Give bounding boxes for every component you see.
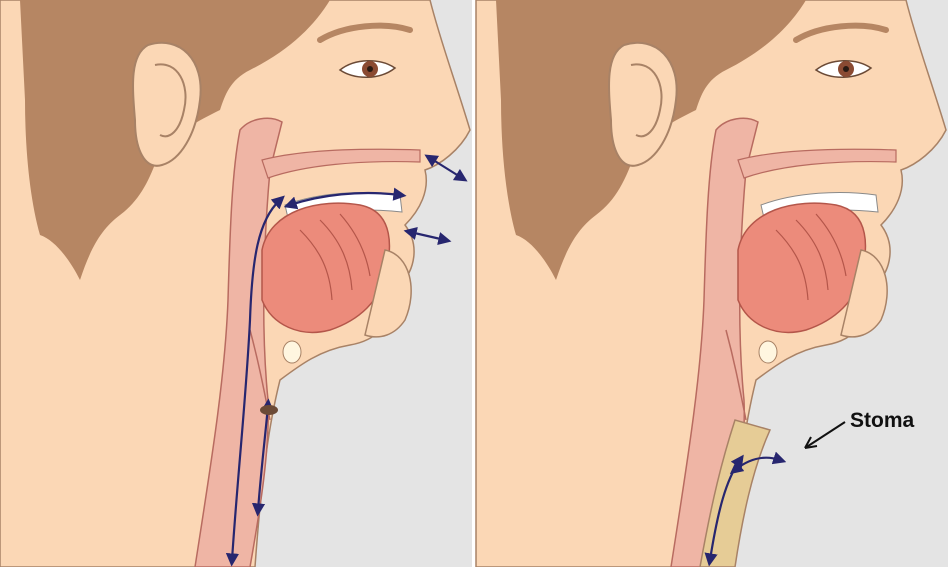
stoma-label: Stoma (850, 409, 914, 433)
panel-normal-airway (0, 0, 474, 567)
larynx-opening (260, 405, 278, 415)
panel-laryngectomy-airway (476, 0, 948, 567)
